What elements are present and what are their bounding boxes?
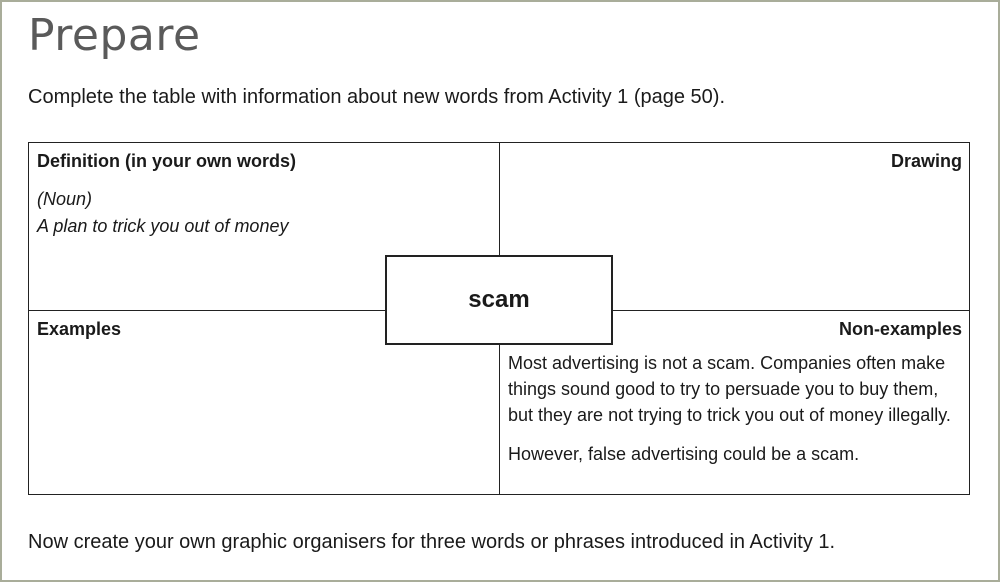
examples-heading: Examples bbox=[37, 319, 122, 339]
drawing-heading: Drawing bbox=[890, 151, 962, 171]
definition-heading: Definition (in your own words) bbox=[37, 151, 296, 171]
instructions-text: Complete the table with information abou… bbox=[28, 86, 726, 108]
center-word-box: scam bbox=[385, 255, 613, 345]
non-examples-heading: Non-examples bbox=[838, 319, 962, 339]
non-examples-paragraph-2: However, false advertising could be a sc… bbox=[508, 444, 860, 464]
drawing-cell: Drawing bbox=[500, 143, 970, 311]
definition-text: A plan to trick you out of money bbox=[37, 216, 289, 236]
definition-content: (Noun) A plan to trick you out of money bbox=[37, 186, 491, 240]
page-title: Prepare bbox=[28, 10, 201, 61]
non-examples-content: Most advertising is not a scam. Companie… bbox=[508, 350, 962, 467]
non-examples-paragraph-1: Most advertising is not a scam. Companie… bbox=[508, 353, 951, 425]
graphic-organiser-table: Definition (in your own words) (Noun) A … bbox=[28, 142, 970, 495]
non-examples-cell: Non-examples Most advertising is not a s… bbox=[500, 311, 970, 495]
examples-cell: Examples bbox=[29, 311, 500, 495]
definition-part-of-speech: (Noun) bbox=[37, 189, 93, 209]
footer-instructions: Now create your own graphic organisers f… bbox=[28, 531, 836, 553]
definition-cell: Definition (in your own words) (Noun) A … bbox=[29, 143, 500, 311]
